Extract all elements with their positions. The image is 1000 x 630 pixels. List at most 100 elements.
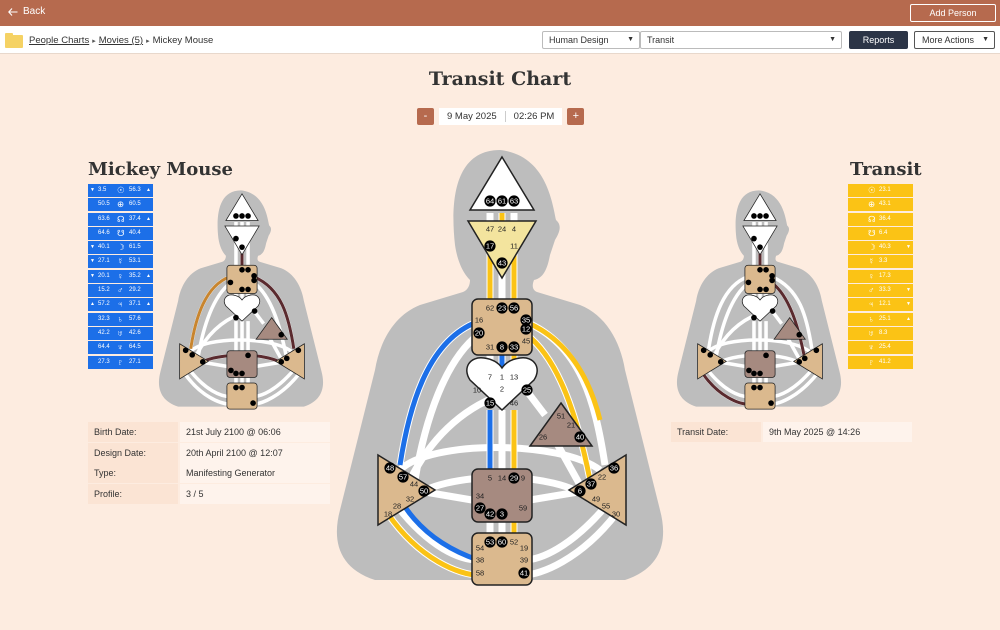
personality-gate-value: 35.2 <box>129 272 141 279</box>
planet-row[interactable]: ▲57.2♃37.1▲ <box>88 298 153 312</box>
gate-number: 26 <box>539 433 547 442</box>
reports-button[interactable]: Reports <box>849 31 908 49</box>
gate-number: 23 <box>498 304 506 313</box>
planet-row[interactable]: ☿3.3 <box>848 255 913 269</box>
gate-marker <box>251 308 258 314</box>
gate-marker <box>250 400 256 406</box>
design-gate-value: 27.3 <box>98 358 110 365</box>
gate-marker <box>233 370 239 377</box>
chart-type-select[interactable]: Transit ▼ <box>640 31 842 49</box>
transit-planet-list: ☉23.1⊕43.1☊36.4☋6.4☽40.3▼☿3.3♀17.3♂33.3▼… <box>848 184 913 370</box>
time-value[interactable]: 02:26 PM <box>513 111 555 122</box>
back-button[interactable]: Back <box>8 6 45 17</box>
planet-row[interactable]: 42.2♅42.6 <box>88 326 153 340</box>
gate-marker <box>189 352 196 358</box>
planet-row[interactable]: ☊36.4 <box>848 212 913 226</box>
add-person-button[interactable]: Add Person <box>910 4 996 22</box>
planet-row[interactable]: ♆25.4 <box>848 341 913 355</box>
planet-row[interactable]: ♇41.2 <box>848 355 913 369</box>
planet-row[interactable]: ▼27.1☿53.1 <box>88 255 153 269</box>
gate-number: 1 <box>500 373 504 382</box>
gate-number: 6 <box>578 487 582 496</box>
arrow-icon: ▼ <box>90 187 95 193</box>
planet-row[interactable]: ▼3.5☉56.3▲ <box>88 184 153 197</box>
planet-icon: ♄ <box>868 313 875 324</box>
planet-row[interactable]: ♀17.3 <box>848 269 913 283</box>
planet-row[interactable]: 15.2♂29.2 <box>88 284 153 298</box>
gate-number: 61 <box>498 197 506 206</box>
gate-marker <box>473 327 485 339</box>
gate-marker <box>813 347 820 354</box>
head-center <box>743 193 777 221</box>
gate-marker <box>585 478 597 490</box>
gate-number: 16 <box>475 316 483 325</box>
gate-marker <box>717 359 724 365</box>
breadcrumb-movies[interactable]: Movies (5) <box>98 35 144 46</box>
gate-marker <box>520 323 532 335</box>
planet-row[interactable]: ☽40.3▼ <box>848 241 913 255</box>
gate-marker <box>508 195 520 207</box>
caret-down-icon: ▼ <box>627 36 634 43</box>
planet-row[interactable]: ♅8.3 <box>848 326 913 340</box>
design-gate-value: 32.3 <box>98 315 110 322</box>
planet-row[interactable]: ♄25.1▲ <box>848 312 913 326</box>
gate-marker <box>746 367 752 374</box>
gate-marker <box>608 462 620 474</box>
date-value[interactable]: 9 May 2025 <box>447 111 497 122</box>
transit-gate-value: 25.1 <box>879 315 891 322</box>
personality-gate-value: 53.1 <box>129 258 141 265</box>
planet-icon: ♇ <box>868 356 875 367</box>
date-time-display[interactable]: 9 May 2025 02:26 PM <box>439 108 563 125</box>
planet-row[interactable]: ☉23.1 <box>848 184 913 197</box>
detail-label: Transit Date: <box>671 422 761 442</box>
planet-icon: ♃ <box>868 299 875 310</box>
gate-number: 51 <box>557 412 565 421</box>
planet-row[interactable]: 32.3♄57.6 <box>88 312 153 326</box>
gate-marker <box>574 485 586 497</box>
planet-row[interactable]: 63.6☊37.4▲ <box>88 212 153 226</box>
transit-channel <box>525 319 603 421</box>
gate-marker <box>757 370 763 377</box>
planet-icon: ♄ <box>117 313 124 324</box>
gate-marker <box>245 266 251 273</box>
planet-row[interactable]: ▼40.1☽61.5 <box>88 241 153 255</box>
planet-row[interactable]: ⊕43.1 <box>848 198 913 212</box>
chart-type-select-value: Transit <box>647 35 675 45</box>
gate-marker <box>474 502 486 514</box>
planet-row[interactable]: ♂33.3▼ <box>848 284 913 298</box>
gate-number: 9 <box>521 474 525 483</box>
planet-icon: ♃ <box>117 299 124 310</box>
caret-down-icon: ▼ <box>982 36 989 43</box>
planet-row[interactable]: ☋6.4 <box>848 226 913 240</box>
personality-gate-value: 60.5 <box>129 201 141 208</box>
gate-marker <box>508 341 520 353</box>
gate-marker <box>397 471 409 483</box>
head-center <box>225 193 259 221</box>
planet-row[interactable]: 50.5⊕60.5 <box>88 198 153 212</box>
planet-row[interactable]: ♃12.1▼ <box>848 298 913 312</box>
arrow-icon: ▼ <box>906 301 911 308</box>
planet-row[interactable]: ▼20.1♀35.2▲ <box>88 269 153 283</box>
previous-date-button[interactable]: - <box>417 108 434 125</box>
gate-marker <box>763 213 769 219</box>
planet-row[interactable]: 27.3♇27.1 <box>88 355 153 369</box>
planet-icon: ⊕ <box>117 199 125 210</box>
more-actions-button[interactable]: More Actions ▼ <box>914 31 995 49</box>
gate-marker <box>278 331 285 338</box>
personality-gate-value: 37.1 <box>129 301 141 308</box>
back-label: Back <box>23 6 46 17</box>
breadcrumb-people-charts[interactable]: People Charts <box>29 35 90 46</box>
gate-number: 18 <box>384 510 392 519</box>
arrow-icon: ▼ <box>906 287 911 294</box>
personality-gate-value: 37.4 <box>129 215 141 222</box>
top-bar: Back Add Person <box>0 0 1000 26</box>
planet-row[interactable]: 64.6☋40.4 <box>88 226 153 240</box>
arrow-icon: ▼ <box>90 258 95 265</box>
arrow-icon: ▼ <box>906 244 911 251</box>
system-select[interactable]: Human Design ▼ <box>542 31 640 49</box>
personality-gate-value: 29.2 <box>129 287 141 294</box>
next-date-button[interactable]: + <box>567 108 585 125</box>
gate-marker <box>496 257 508 269</box>
planet-row[interactable]: 64.4♆64.5 <box>88 341 153 355</box>
